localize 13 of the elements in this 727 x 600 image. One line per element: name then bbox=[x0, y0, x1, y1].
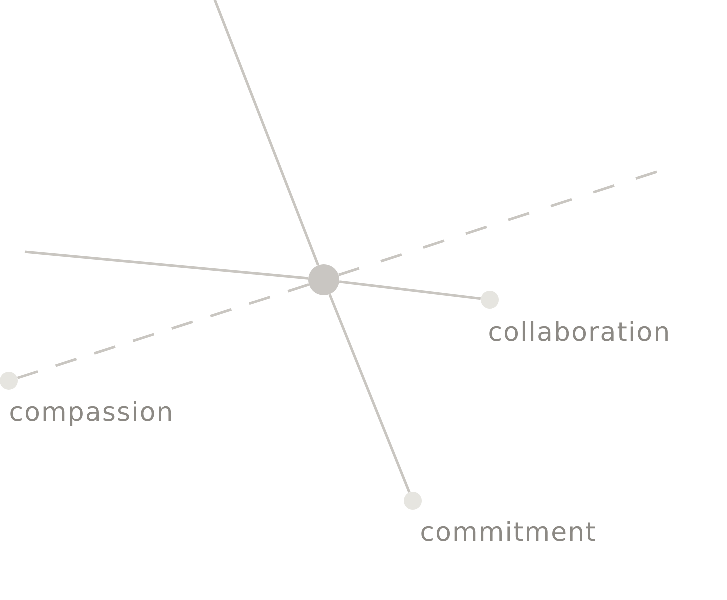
connector-line bbox=[24, 250, 308, 280]
value-label: commitment bbox=[422, 521, 596, 542]
endpoint-dot bbox=[481, 291, 499, 309]
endpoint-dot bbox=[404, 492, 422, 510]
endpoint-dot bbox=[0, 372, 18, 390]
connector-line bbox=[339, 280, 482, 300]
connector-line bbox=[17, 284, 310, 380]
connector-line bbox=[214, 0, 320, 266]
value-label: collaboration bbox=[490, 321, 668, 342]
connector-line bbox=[338, 170, 658, 276]
value-label: compassion bbox=[10, 401, 172, 426]
hub-circle bbox=[308, 264, 340, 296]
connector-line bbox=[328, 294, 411, 493]
